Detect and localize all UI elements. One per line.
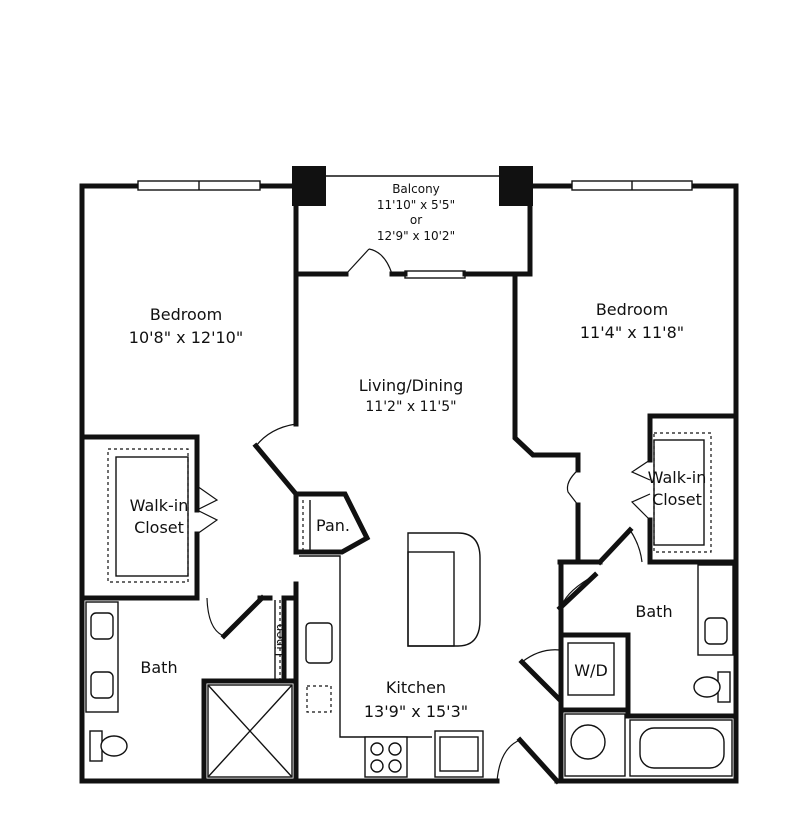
bedroom-left-size: 10'8" x 12'10" [129,328,243,347]
right-bath-fixtures [564,564,734,777]
balcony-name: Balcony [392,182,440,196]
living-doors [252,423,300,498]
right-side-walls [512,271,739,784]
bath-right-name: Bath [635,602,672,621]
kitchen-size: 13'9" x 15'3" [364,702,468,721]
exterior-walls [79,183,739,784]
left-closet [107,448,219,583]
closet-left-line2: Closet [134,518,184,537]
balcony-size-b: 12'9" x 10'2" [377,229,455,243]
linen-closet [274,600,281,680]
living-name: Living/Dining [359,376,464,395]
right-closet [630,432,712,553]
left-bath-door [206,594,266,640]
closet-left-line1: Walk-in [130,496,189,515]
pantry [293,491,371,555]
balcony-size-a: 11'10" x 5'5" [377,198,455,212]
bedroom-left-name: Bedroom [150,305,222,324]
bath-left-name: Bath [140,658,177,677]
closet-right-line1: Walk-in [648,468,707,487]
room-labels: Bedroom 10'8" x 12'10" Bedroom 11'4" x 1… [129,182,707,721]
pantry-name: Pan. [316,516,350,535]
laundry-name: W/D [574,661,608,680]
bedroom-right-name: Bedroom [596,300,668,319]
left-bedroom-walls [79,271,299,784]
closet-right-line2: Closet [652,490,702,509]
bedroom-right-size: 11'4" x 11'8" [580,323,684,342]
kitchen-name: Kitchen [386,678,446,697]
linen-name: Linen [273,624,287,657]
left-bath-fixtures [85,601,293,778]
balcony-structure [292,166,533,277]
living-size: 11'2" x 11'5" [365,399,456,415]
balcony-or: or [410,213,422,227]
right-doors [521,469,643,663]
kitchen-fixtures [299,532,561,785]
